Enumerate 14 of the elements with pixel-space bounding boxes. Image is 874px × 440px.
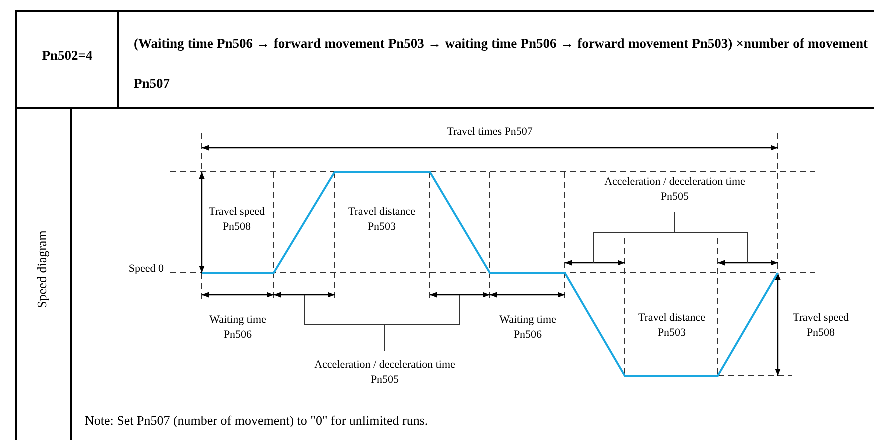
dimension-label: Travel speed Pn508 <box>792 311 850 341</box>
dimension-label: Waiting time Pn506 <box>498 313 558 343</box>
row-header: Speed diagram <box>34 230 50 310</box>
table-cell-text: Pn502=4 <box>41 48 94 64</box>
dimension-label: Waiting time Pn506 <box>208 313 268 343</box>
dimension-label: Acceleration / deceleration time Pn505 <box>314 358 456 388</box>
axis-label: Speed 0 <box>128 262 164 277</box>
table-cell-text: (Waiting time Pn506 → forward movement Pn503 → waiting time Pn506 → forward movement Pn503) ×number of movement Pn507 <box>134 35 868 93</box>
dimension-label: Travel distance Pn503 <box>637 311 707 341</box>
dimension-label: Travel speed Pn508 <box>208 205 266 235</box>
dimension-label: Acceleration / deceleration time Pn505 <box>604 175 746 205</box>
note-text: Note: Set Pn507 (number of movement) to "0" for unlimited runs. <box>85 413 430 428</box>
dimension-label: Travel times Pn507 <box>446 125 534 140</box>
dimension-label: Travel distance Pn503 <box>347 205 417 235</box>
